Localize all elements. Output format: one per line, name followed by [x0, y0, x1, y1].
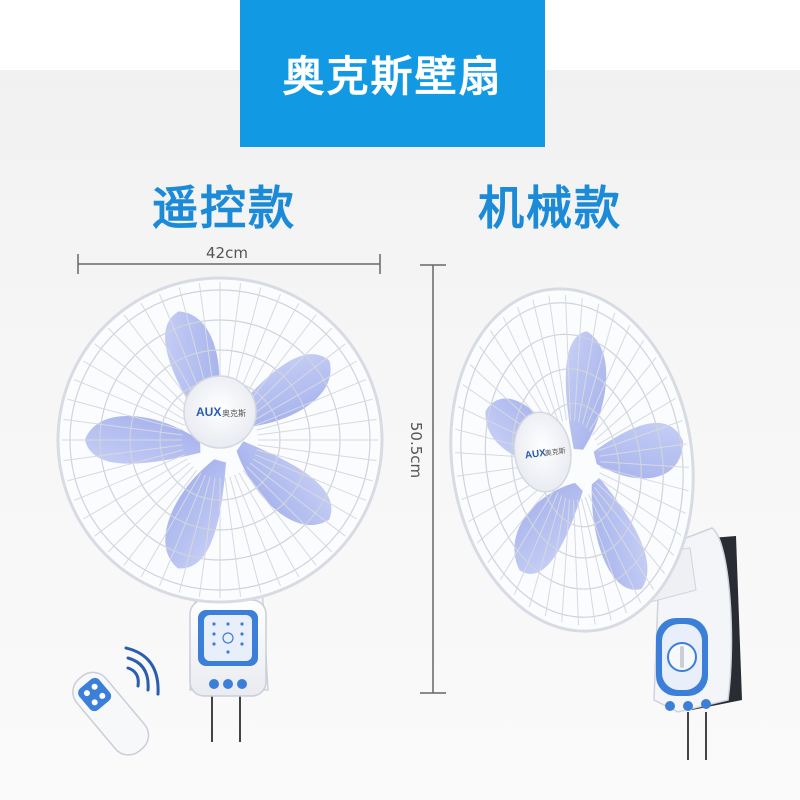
page-title: 奥克斯壁扇: [282, 52, 503, 101]
height-dimension-line: [420, 264, 446, 694]
mechanical-fan-hub: [513, 411, 572, 493]
width-dimension-label: 42cm: [206, 244, 248, 262]
mechanical-variant-label: 机械款: [478, 181, 622, 235]
remote-fan: AUX 奥克斯: [56, 276, 384, 742]
speed-buttons: [665, 699, 711, 711]
brand-logo: AUX: [196, 405, 221, 419]
height-dimension-label: 50.5cm: [407, 421, 426, 479]
width-dimension-line: [77, 254, 381, 274]
signal-waves-icon: [124, 646, 160, 696]
mechanical-fan: AUX 奥克斯: [449, 287, 742, 760]
remote-control: [72, 671, 150, 756]
remote-variant-label: 遥控款: [152, 181, 296, 235]
title-banner: 奥克斯壁扇: [240, 0, 545, 147]
brand-logo-cn-right: 奥克斯: [544, 446, 566, 458]
remote-fan-hub: [183, 375, 257, 449]
control-panel-buttons: [209, 679, 247, 689]
brand-logo-right: AUX: [524, 448, 547, 462]
brand-logo-cn: 奥克斯: [222, 408, 246, 418]
